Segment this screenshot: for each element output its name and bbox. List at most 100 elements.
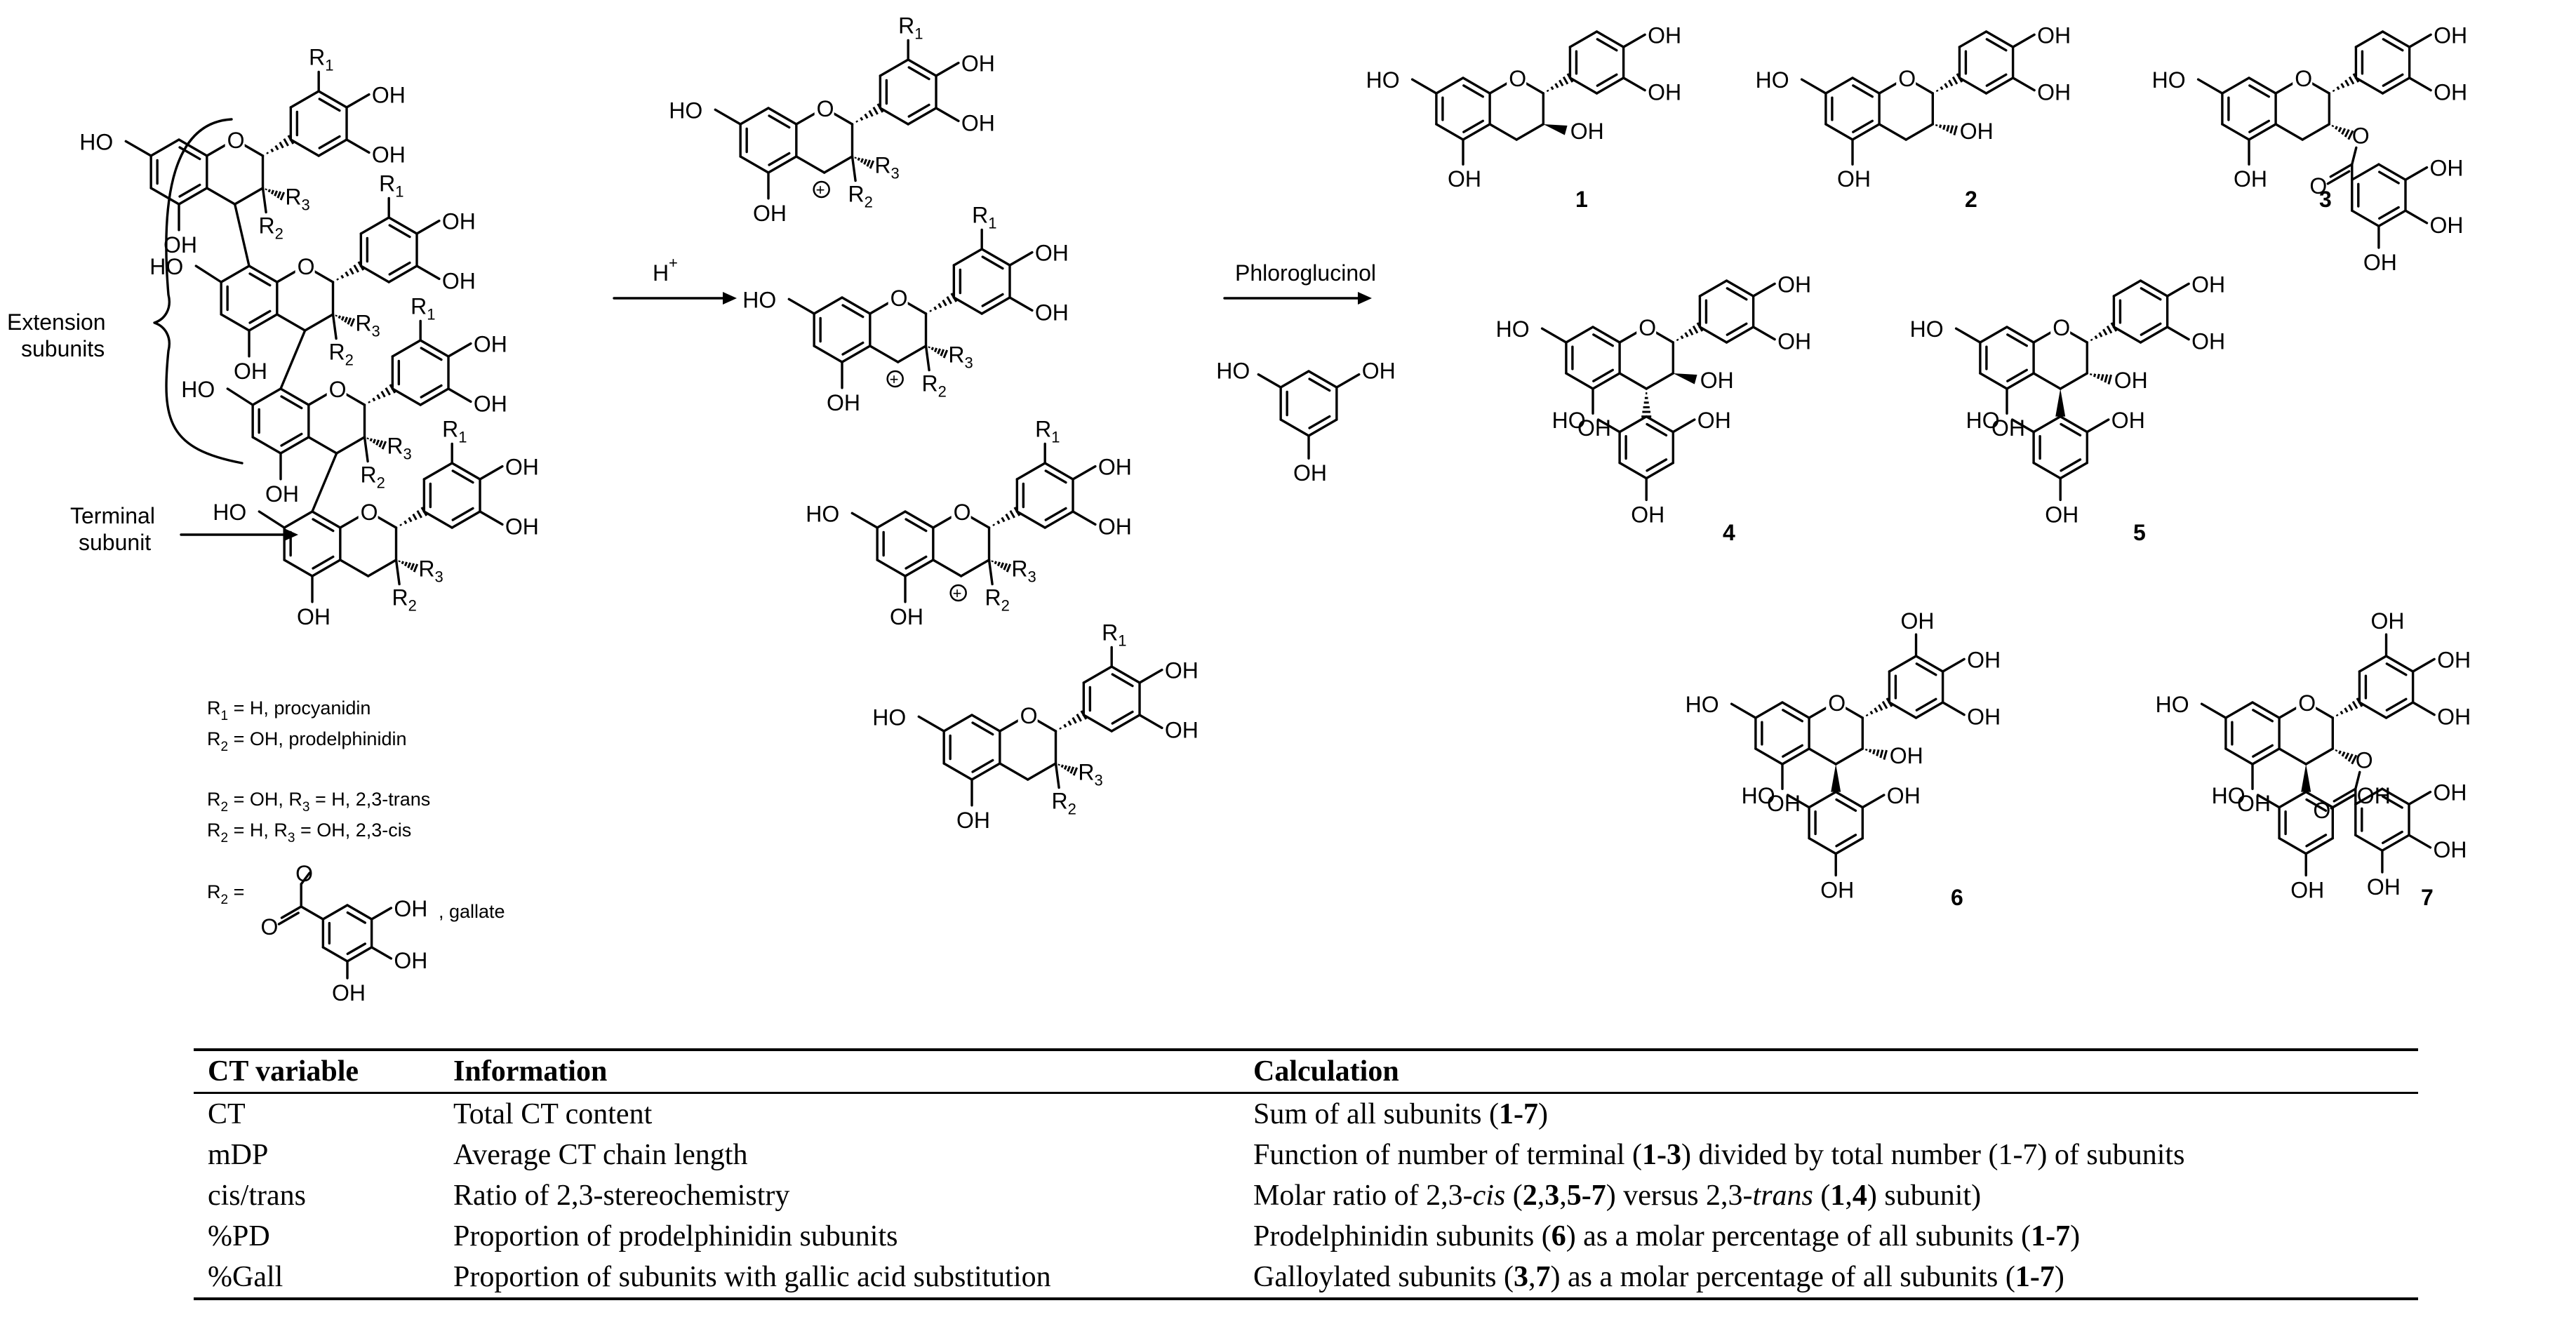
double-bond: [2006, 333, 2028, 347]
bond: [2032, 415, 2062, 434]
cell-calculation: Sum of all subunits (1-7): [1239, 1093, 2418, 1135]
compound-number-1: 1: [1575, 187, 1588, 212]
hash-bond: [403, 520, 408, 525]
r-group-label: R2: [329, 340, 354, 369]
hash-bond: [1946, 124, 1950, 132]
double-bond: [2382, 795, 2403, 809]
hash-bond: [340, 316, 345, 321]
hydroxyl-label: HO: [1910, 316, 1944, 342]
bond: [279, 387, 310, 406]
acid-reagent-label: H: [653, 260, 669, 286]
cell-calculation: Galloylated subunits (3,7) as a molar pe…: [1239, 1257, 2418, 1299]
carbocation-charge: [886, 370, 904, 388]
bond: [251, 387, 282, 406]
bond: [1026, 762, 1057, 781]
hash-bond: [933, 306, 937, 311]
bond: [321, 904, 349, 921]
bond: [339, 559, 370, 577]
label-mask: [2293, 64, 2313, 89]
bond: [1591, 326, 1621, 344]
bond: [2381, 787, 2410, 806]
double-bond: [2006, 368, 2028, 382]
hydroxyl-label: OH: [505, 455, 539, 480]
hash-bond: [410, 563, 415, 570]
bond: [2354, 76, 2384, 95]
double-bond: [1835, 798, 1857, 813]
bond: [447, 342, 472, 358]
double-bond: [420, 384, 443, 399]
header-ct-variable: CT variable: [208, 1055, 359, 1088]
label-mask: [1636, 313, 1657, 338]
bond: [935, 61, 960, 77]
hash-bond: [2340, 83, 2345, 88]
double-bond: [768, 114, 791, 129]
hydroxyl-label: OH: [2114, 368, 2148, 393]
r-group-label: R2: [392, 585, 417, 615]
hash-bond: [279, 141, 284, 149]
double-bond: [312, 555, 335, 570]
bond: [1808, 790, 1837, 809]
bond: [345, 138, 371, 154]
wedge-bond: [1831, 764, 1841, 792]
r-group-label: R2: [985, 585, 1010, 615]
hydroxyl-label: OH: [1035, 241, 1069, 266]
hydroxyl-label: OH: [1967, 647, 2001, 672]
bond: [335, 436, 366, 455]
hash-bond: [349, 318, 356, 327]
hydroxyl-label: OH: [2037, 22, 2071, 48]
ring-oxygen-label: O: [2053, 315, 2070, 340]
double-bond: [905, 555, 928, 570]
hydroxyl-label: OH: [1960, 119, 1994, 144]
double-bond: [2305, 834, 2328, 848]
label-mask: [1017, 701, 1038, 726]
hash-bond: [930, 347, 934, 351]
hash-bond: [270, 189, 274, 195]
bond: [1751, 282, 1776, 298]
r-group-label: R2: [922, 371, 947, 401]
r-group-label: R1: [898, 13, 923, 42]
bond: [1958, 30, 1988, 48]
hash-bond: [942, 349, 949, 359]
extension-label-line2: subunits: [21, 336, 105, 361]
bond: [795, 155, 826, 174]
r-group-label: R3: [948, 342, 973, 372]
double-bond: [1596, 38, 1618, 52]
bond: [2274, 123, 2304, 141]
bond: [2059, 372, 2089, 390]
hash-bond: [1001, 516, 1006, 523]
hydroxyl-label: OH: [1165, 658, 1199, 683]
ring-oxygen-label: O: [329, 377, 347, 402]
bond: [1984, 76, 2015, 95]
double-bond: [346, 942, 366, 956]
calculation-fragment: Sum of all subunits (: [1253, 1098, 1500, 1130]
bond: [178, 138, 208, 157]
double-bond: [907, 66, 930, 81]
hash-bond: [1059, 727, 1062, 730]
bond: [1596, 418, 1621, 434]
legend-cis: R2 = H, R3 = OH, 2,3-cis: [207, 820, 411, 846]
hash-bond: [349, 267, 354, 275]
label-mask: [326, 375, 347, 400]
double-bond: [1985, 38, 2008, 52]
compound-number-2: 2: [1965, 187, 1977, 212]
hash-bond: [940, 349, 945, 356]
hash-bond: [2351, 754, 2358, 765]
hydroxyl-label: OH: [163, 232, 197, 258]
bond: [1851, 123, 1881, 141]
bond: [1786, 794, 1810, 809]
hydroxyl-label: HO: [1966, 408, 2000, 433]
bond: [850, 512, 879, 529]
r-group-label: R3: [1078, 760, 1102, 789]
hash-bond: [378, 440, 384, 448]
hash-bond: [1876, 749, 1880, 756]
bond: [2278, 747, 2307, 766]
bond: [1725, 279, 1755, 298]
bond: [1904, 123, 1935, 141]
phloroglucinol-label: Phloroglucinol: [1235, 260, 1376, 286]
calculation-fragment: 3: [1544, 1180, 1560, 1212]
hydroxyl-label: OH: [2191, 329, 2225, 354]
hash-bond: [869, 160, 875, 169]
bond: [2408, 76, 2432, 92]
phloroglucinol-arrow: [1223, 292, 1372, 305]
hash-bond: [996, 561, 1001, 567]
